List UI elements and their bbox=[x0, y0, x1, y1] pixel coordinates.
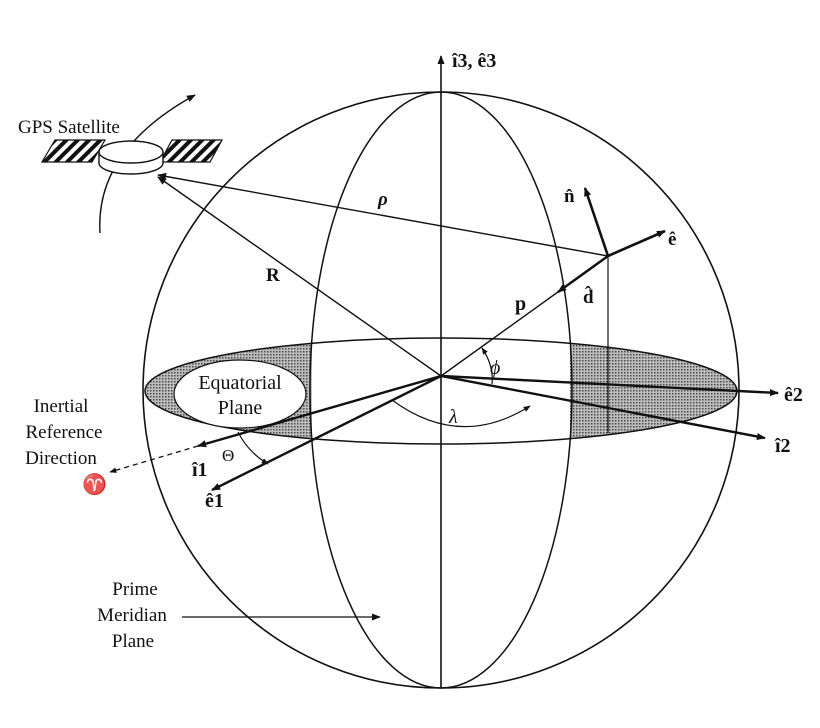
label-equatorial-line2: Plane bbox=[218, 397, 263, 419]
equatorial-plane-shade-right bbox=[570, 343, 737, 439]
label-prime-line3: Plane bbox=[112, 631, 154, 652]
label-p: p bbox=[515, 293, 526, 315]
phi-arc bbox=[481, 347, 493, 385]
label-inertial-line3: Direction bbox=[25, 448, 97, 469]
vector-d-hat bbox=[557, 254, 609, 294]
label-e-hat: ê bbox=[668, 229, 676, 250]
label-equatorial-line1: Equatorial bbox=[198, 372, 282, 394]
axis-i2 bbox=[440, 374, 766, 441]
solar-panel-right bbox=[158, 139, 224, 163]
gps-satellite bbox=[40, 139, 224, 175]
label-n-hat: n̂ bbox=[564, 186, 575, 207]
label-d-hat: d̂ bbox=[583, 286, 594, 308]
label-rho: ρ bbox=[377, 189, 388, 210]
axis-i1 bbox=[197, 374, 442, 448]
inertial-direction-dashed bbox=[109, 445, 199, 473]
vector-e-hat bbox=[607, 229, 666, 258]
label-inertial-line1: Inertial bbox=[34, 396, 89, 417]
label-inertial-line2: Reference bbox=[26, 422, 103, 443]
lambda-arc bbox=[391, 399, 531, 428]
axis-e2 bbox=[440, 374, 779, 397]
label-e1: ê1 bbox=[205, 490, 224, 512]
vector-rho bbox=[157, 172, 609, 257]
label-gps-satellite: GPS Satellite bbox=[18, 117, 120, 138]
label-i1: î1 bbox=[191, 459, 208, 481]
solar-panel-left bbox=[40, 139, 107, 163]
vector-R bbox=[157, 176, 442, 377]
label-lambda: λ bbox=[448, 406, 458, 428]
label-theta: Θ bbox=[222, 446, 234, 465]
label-R: R bbox=[266, 265, 280, 286]
vector-n-hat bbox=[583, 187, 610, 257]
label-axis-i3-e3: î3, ê3 bbox=[451, 50, 496, 72]
label-aries: ♈ bbox=[82, 472, 107, 496]
label-prime-line1: Prime bbox=[112, 579, 157, 600]
equatorial-label-bubble bbox=[173, 359, 307, 429]
label-phi: ϕ bbox=[490, 357, 500, 379]
satellite-body-top bbox=[98, 140, 164, 164]
label-i2: î2 bbox=[774, 435, 791, 457]
axis-e1 bbox=[211, 374, 442, 492]
label-prime-line2: Meridian bbox=[97, 605, 167, 626]
theta-arc bbox=[237, 431, 269, 465]
label-e2: ê2 bbox=[784, 384, 803, 406]
